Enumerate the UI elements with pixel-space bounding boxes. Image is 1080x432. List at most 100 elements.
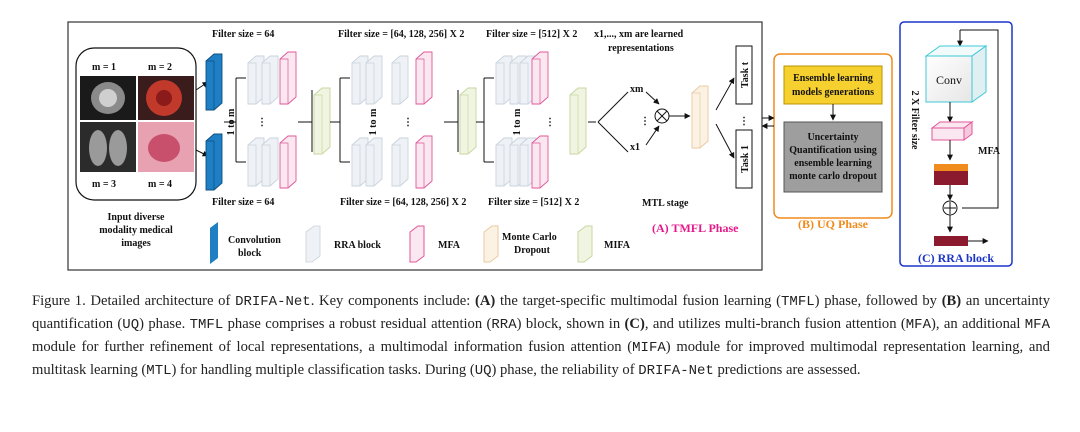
one-to-m-col2: 1 to m: [368, 108, 379, 135]
rra-block: Conv 2 X Filter size MFA (C) RRA block: [909, 29, 1001, 265]
conv-block-bottom-edge: [206, 140, 215, 190]
filter-label-top-rra: Filter size = [64, 128, 256] X 2: [338, 29, 464, 40]
arrow-to-task-1: [715, 123, 735, 159]
caption-text: ) block, shown in: [516, 316, 625, 332]
phase-c-label: (C) RRA block: [918, 251, 994, 265]
rra-mfa-label: MFA: [978, 146, 1001, 157]
rra-block-col2-top-1-edge: [366, 62, 375, 104]
conv-block-top-edge: [206, 60, 215, 110]
label-m2: m = 2: [148, 62, 172, 73]
arrow-xm-product: [645, 91, 660, 105]
legend-mc-icon: [483, 225, 499, 263]
caption-code: TMFL: [189, 317, 224, 333]
rra-block-col1-top-0-edge: [248, 62, 257, 104]
image-xray-lung-left: [89, 130, 107, 166]
input-images-frame: [75, 47, 197, 201]
rra-side-label: 2 X Filter size: [909, 91, 920, 151]
uncertainty-line4: monte carlo dropout: [789, 171, 877, 182]
caption-text: . Key components include:: [310, 293, 476, 309]
image-dermoscopy-lesion: [148, 134, 180, 162]
label-m1: m = 1: [92, 62, 116, 73]
panel-c-frame: [899, 21, 1013, 267]
filter-label-top-rra2: Filter size = [512] X 2: [486, 29, 577, 40]
caption-code: UQ: [122, 317, 140, 333]
dots-col1: ⋮: [257, 117, 267, 128]
rra-block-col3-bottom-0-edge: [496, 144, 505, 186]
dots-x: ⋮: [640, 116, 650, 127]
legend-rra-label: RRA block: [334, 240, 381, 251]
mfa-block-col1-bottom-edge: [280, 142, 289, 188]
one-to-m-col3: 1 to m: [512, 108, 523, 135]
label-x1: x1: [630, 142, 640, 153]
legend-mc-line1: Monte Carlo: [502, 232, 557, 243]
rra-block-col2-bottom-1-edge: [366, 144, 375, 186]
uncertainty-line2: Quantification using: [789, 145, 877, 156]
caption-bold: (C): [624, 316, 645, 332]
mifa-block-1-edge: [314, 94, 323, 154]
uncertainty-line3: ensemble learning: [794, 158, 872, 169]
mtl-stage-label: MTL stage: [642, 198, 689, 209]
arrow-to-task-t: [715, 77, 735, 111]
rra-block-col3-bottom-2-edge: [520, 144, 529, 186]
caption-bold: (A): [475, 293, 496, 309]
rra-conv-cube-side: [971, 45, 987, 103]
mifa-block-3-edge: [570, 94, 579, 154]
legend-mifa-label: MIFA: [604, 240, 631, 251]
product-x-b: [656, 110, 668, 122]
label-m4: m = 4: [148, 179, 172, 190]
rra-block-col1-bottom-0-edge: [248, 144, 257, 186]
filter-label-bottom-rra: Filter size = [64, 128, 256] X 2: [340, 197, 466, 208]
image-endoscopy-center: [156, 90, 172, 106]
caption-text: module for further refinement of local r…: [32, 339, 633, 355]
input-caption-line1: Input diverse: [108, 212, 166, 223]
mfa-block-col3-top-edge: [532, 58, 541, 104]
task-t-label: Task t: [740, 61, 751, 88]
ensemble-line1: Ensemble learning: [793, 73, 873, 84]
rra-block-col3-bottom-1-edge: [510, 144, 519, 186]
image-mri-core: [99, 89, 117, 107]
caption-text: predictions are assessed.: [713, 362, 861, 378]
learned-repr-line1: x1,..., xm are learned: [594, 29, 684, 40]
caption-code: MIFA: [632, 340, 666, 356]
phase-a-label: (A) TMFL Phase: [652, 221, 739, 235]
ensemble-box: [783, 65, 883, 105]
uncertainty-box: [783, 121, 883, 193]
architecture-diagram: m = 1 m = 2 m = 3 m = 4 Input diverse mo…: [67, 21, 1013, 271]
rra-block-col1-bottom-1-edge: [262, 144, 271, 186]
dots-col2: ⋮: [403, 117, 413, 128]
rra-block-col2-bottom-0-edge: [352, 144, 361, 186]
legend-mifa-icon: [577, 225, 593, 263]
mfa-block-col2-top-edge: [416, 58, 425, 104]
panel-b-frame: [773, 53, 893, 219]
rra-activation-layer: [934, 171, 968, 185]
branch-up: [597, 91, 629, 123]
uncertainty-line1: Uncertainty: [807, 132, 858, 143]
rra-block-col1-top-1-edge: [262, 62, 271, 104]
rra-block-col3-top-2-edge: [520, 62, 529, 104]
rra-conv-cube-front: [925, 55, 973, 103]
caption-text: ) phase, the reliability of: [491, 362, 639, 378]
phase-b-label: (B) UQ Phase: [798, 217, 869, 231]
caption-code: UQ: [474, 363, 492, 379]
image-xray-lung-right: [109, 130, 127, 166]
legend-mfa-icon: [409, 225, 425, 263]
label-m3: m = 3: [92, 179, 116, 190]
feature-blocks: [205, 51, 709, 191]
rra-block-col2-top-2-edge: [392, 62, 401, 104]
caption-code: RRA: [491, 317, 517, 333]
rra-block-col3-top-0-edge: [496, 62, 505, 104]
mfa-block-col1-top-edge: [280, 58, 289, 104]
image-xray: [80, 122, 136, 172]
connector-paths: [224, 77, 596, 163]
caption-text: the target-specific multimodal fusion le…: [495, 293, 782, 309]
rra-block-col3-top-1-edge: [510, 62, 519, 104]
task-1-label: Task 1: [740, 145, 751, 173]
task-t-box: [735, 45, 753, 105]
caption-code: MFA: [1024, 317, 1050, 333]
caption-code: DRIFA-Net: [638, 363, 714, 379]
rra-bn-layer: [934, 164, 968, 171]
panel-a-frame: [67, 21, 763, 271]
learned-repr-line2: representations: [608, 43, 674, 54]
rra-mfa-front: [931, 127, 965, 141]
rra-skip-connection: [960, 29, 999, 209]
